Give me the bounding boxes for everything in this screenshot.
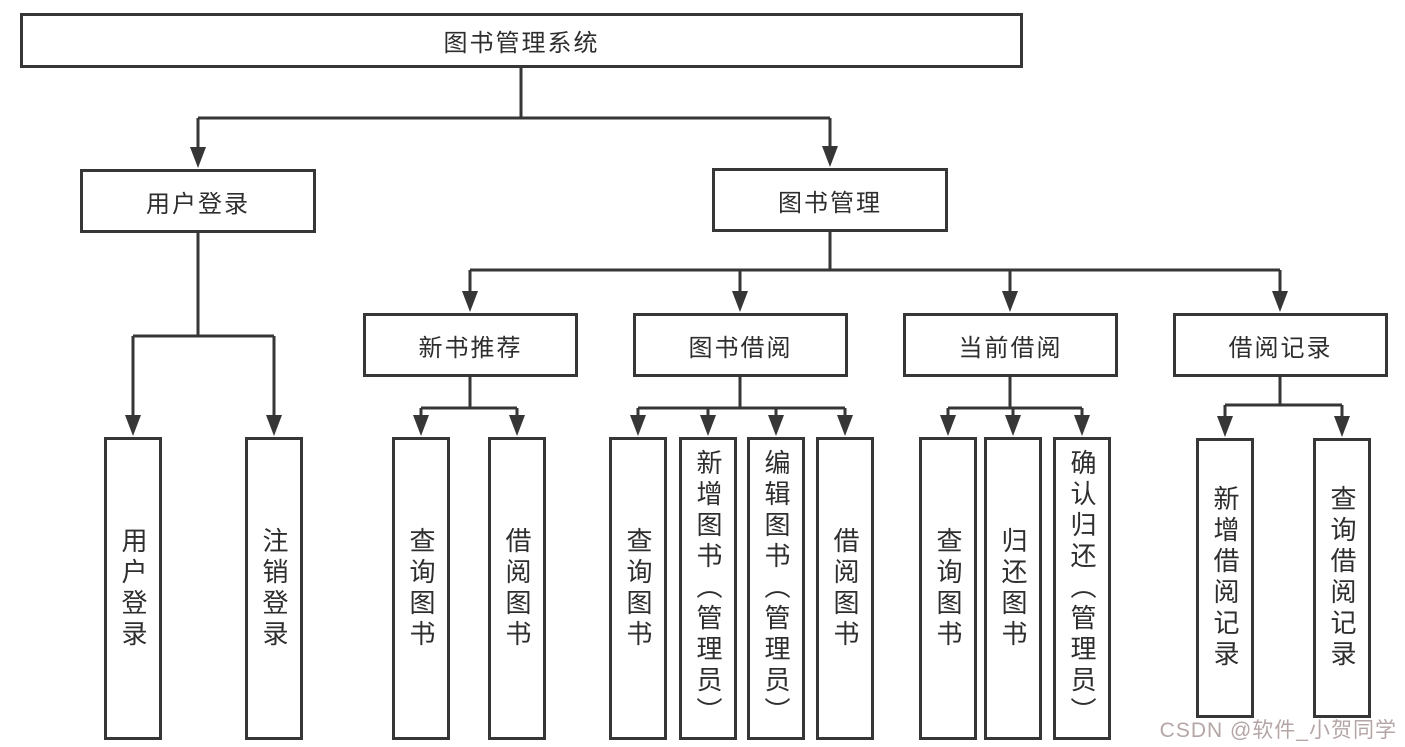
node-label: 查询借阅记录 xyxy=(1327,485,1357,671)
leaf-query-borrow-record: 查询借阅记录 xyxy=(1313,438,1371,718)
node-label: 归还图书 xyxy=(998,526,1028,651)
node-label: 注销登录 xyxy=(259,526,289,651)
node-label: 借阅图书 xyxy=(830,526,860,651)
node-label: 查询图书 xyxy=(623,526,653,651)
node-label: 查询图书 xyxy=(933,526,963,651)
node-label: 图书管理系统 xyxy=(443,30,600,57)
leaf-add-book-admin: 新增图书（管理员） xyxy=(679,437,737,740)
node-label: 编辑图书（管理员） xyxy=(761,449,791,728)
node-book-borrowing: 图书借阅 xyxy=(633,313,848,377)
leaf-return-book: 归还图书 xyxy=(984,437,1042,740)
leaf-query-book-borrowing: 查询图书 xyxy=(609,437,667,740)
node-label: 查询图书 xyxy=(406,526,436,651)
leaf-borrow-book: 借阅图书 xyxy=(816,437,874,740)
node-current-borrowing: 当前借阅 xyxy=(903,313,1118,377)
csdn-watermark: CSDN @软件_小贺同学 xyxy=(1159,719,1397,742)
leaf-edit-book-admin: 编辑图书（管理员） xyxy=(747,437,805,740)
node-root-system: 图书管理系统 xyxy=(20,13,1023,68)
leaf-logout: 注销登录 xyxy=(245,437,303,740)
node-new-book-recommend: 新书推荐 xyxy=(363,313,578,377)
node-label: 图书管理 xyxy=(778,189,882,217)
node-label: 借阅图书 xyxy=(502,526,532,651)
node-label: 借阅记录 xyxy=(1228,334,1333,362)
leaf-query-book-recommend: 查询图书 xyxy=(392,437,450,740)
node-user-login: 用户登录 xyxy=(80,169,316,233)
node-label: 图书借阅 xyxy=(688,334,793,362)
node-label: 用户登录 xyxy=(118,526,148,651)
leaf-add-borrow-record: 新增借阅记录 xyxy=(1196,438,1254,718)
leaf-query-book-current: 查询图书 xyxy=(919,437,977,740)
leaf-borrow-book-recommend: 借阅图书 xyxy=(488,437,546,740)
node-label: 用户登录 xyxy=(146,190,250,218)
node-borrow-records: 借阅记录 xyxy=(1173,313,1388,377)
node-label: 当前借阅 xyxy=(958,334,1063,362)
leaf-user-login: 用户登录 xyxy=(104,437,162,740)
leaf-confirm-return-admin: 确认归还（管理员） xyxy=(1053,437,1111,740)
node-label: 新书推荐 xyxy=(418,334,523,362)
node-label: 新增图书（管理员） xyxy=(693,449,723,728)
node-label: 确认归还（管理员） xyxy=(1067,449,1097,728)
node-label: 新增借阅记录 xyxy=(1210,485,1240,671)
node-book-management: 图书管理 xyxy=(712,168,948,232)
